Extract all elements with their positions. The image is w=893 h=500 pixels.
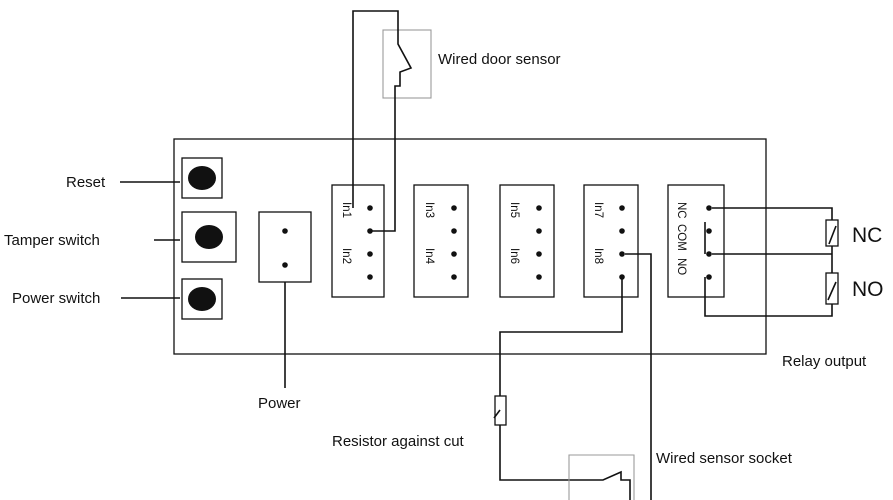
power-switch-button[interactable]: [181, 278, 223, 320]
in8-resistor-wire: [499, 277, 623, 396]
resistor-against-cut-label: Resistor against cut: [332, 433, 465, 450]
relay-label-nc: NC: [675, 202, 687, 219]
terminal-label-in6: In6: [508, 248, 520, 264]
terminal-label-in2: In2: [340, 248, 352, 264]
terminal-block-in7-in8: [583, 184, 639, 298]
door-sensor-outline: [382, 29, 432, 99]
relay-no-wire: [704, 277, 833, 317]
resistor-leader: [493, 409, 501, 419]
terminal-label-in4: In4: [423, 248, 435, 265]
terminal-label-in5: In5: [508, 202, 520, 218]
relay-nc-wire: [712, 207, 833, 220]
terminal-label-in3: In3: [423, 202, 435, 218]
terminal-label-in8: In8: [592, 248, 604, 264]
wired-sensor-socket-label: Wired sensor socket: [656, 450, 793, 467]
nc-contact-label: NC: [852, 224, 882, 247]
no-contact-label: NO: [852, 278, 884, 301]
terminal-block-in5-in6: [499, 184, 555, 298]
nc-contact-icon: [828, 225, 837, 245]
relay-label-no: NO: [675, 258, 687, 275]
relay-output-label: Relay output: [782, 353, 867, 370]
power-label: Power: [258, 395, 301, 412]
terminal-block-in3-in4: [413, 184, 469, 298]
terminal-label-in7: In7: [592, 202, 604, 218]
relay-terminal-block: [667, 184, 725, 298]
in8-return-wire: [625, 253, 652, 500]
no-contact-icon: [827, 281, 837, 301]
power-switch-label: Power switch: [12, 290, 100, 307]
tamper-switch-button[interactable]: [181, 211, 237, 263]
door-sensor-wire: [352, 10, 413, 232]
reset-label: Reset: [66, 174, 106, 191]
sensor-socket-outline: [568, 454, 635, 500]
terminal-block-in1-in2: [331, 184, 385, 298]
reset-button[interactable]: [181, 157, 223, 199]
relay-label-com: COM: [675, 224, 687, 251]
terminal-label-in1: In1: [340, 202, 352, 218]
wired-door-sensor-label: Wired door sensor: [438, 51, 561, 68]
power-connector: [258, 211, 312, 283]
tamper-switch-label: Tamper switch: [4, 232, 100, 249]
nc-contact-box: [825, 219, 839, 247]
resistor-to-sensor-wire: [499, 425, 631, 500]
